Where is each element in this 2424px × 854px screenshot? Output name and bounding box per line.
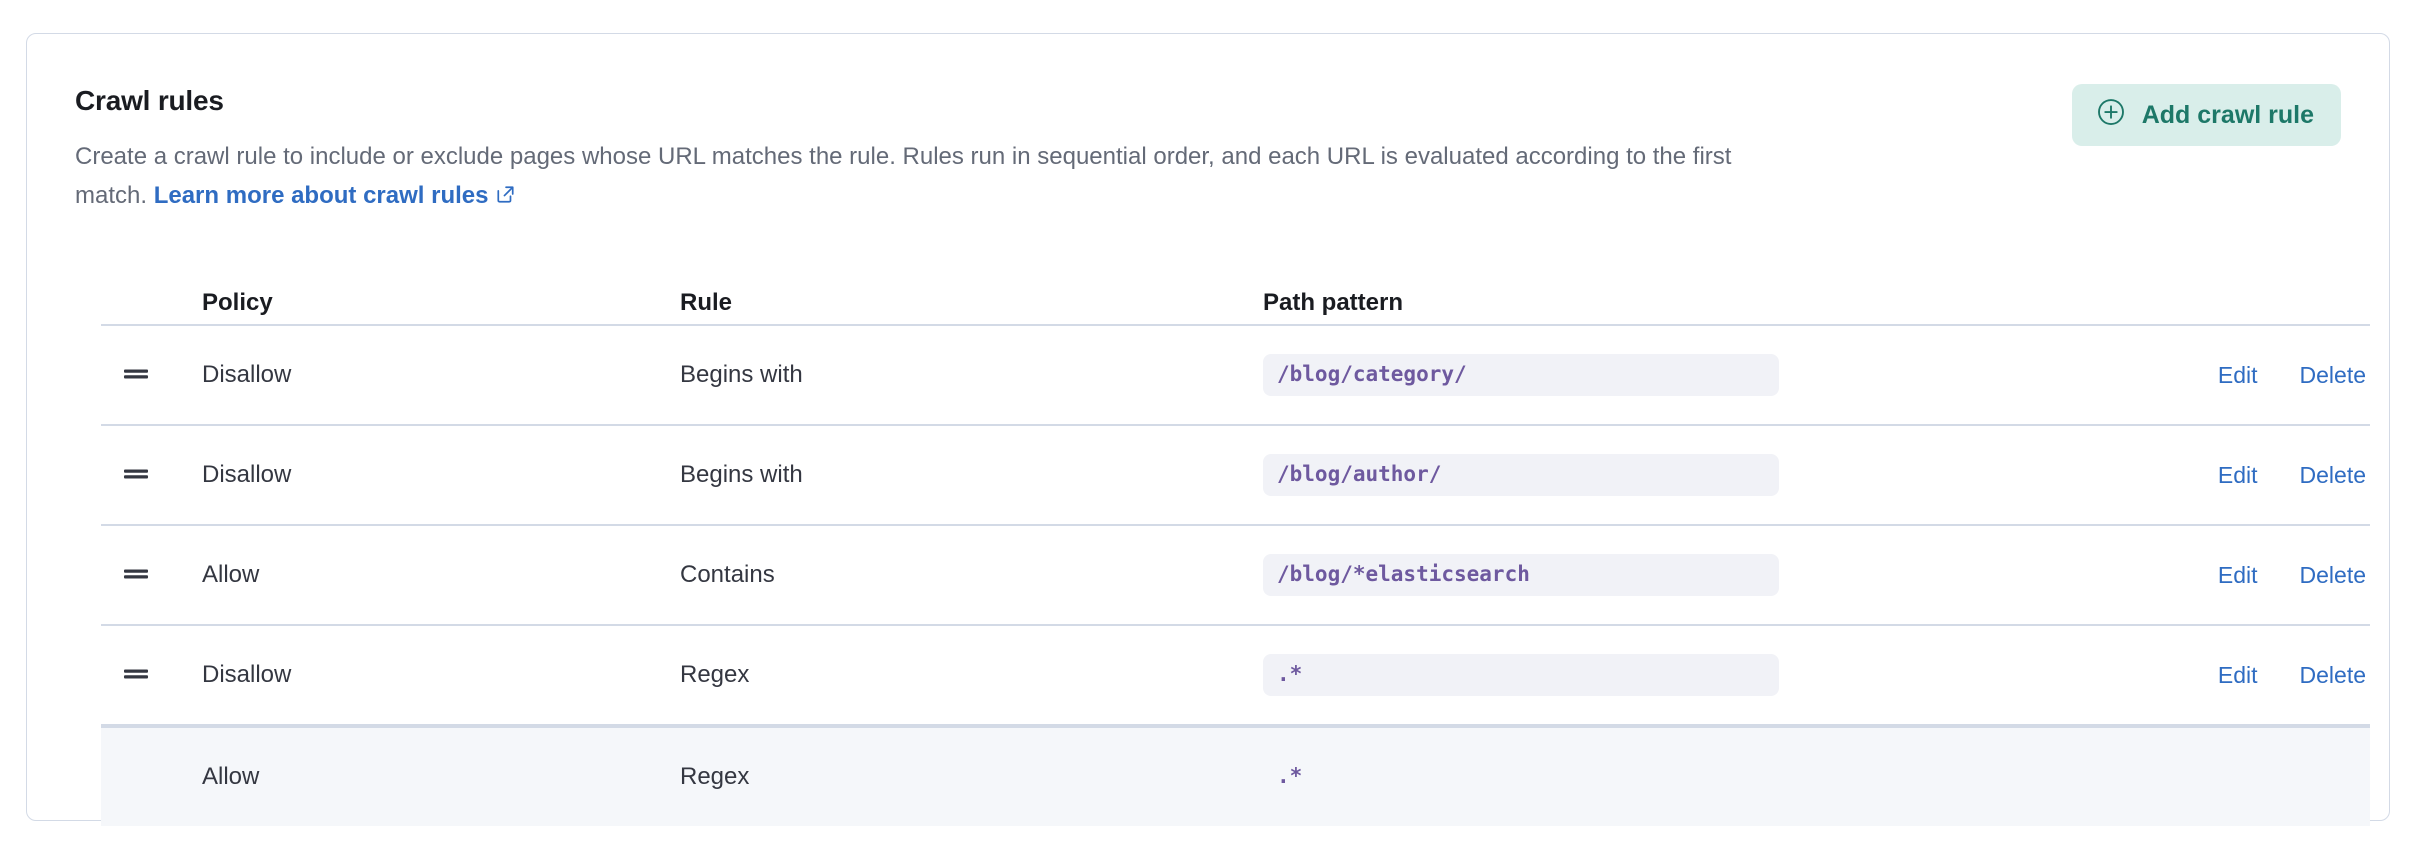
card-description-text: Create a crawl rule to include or exclud… <box>75 143 1732 209</box>
edit-link[interactable]: Edit <box>2217 361 2258 388</box>
drag-handle-cell[interactable] <box>101 563 202 588</box>
path-pattern-value: /blog/category/ <box>1263 354 1779 396</box>
policy-value: Disallow <box>202 661 292 688</box>
drag-handle-icon[interactable] <box>121 563 202 588</box>
add-crawl-rule-label: Add crawl rule <box>2141 100 2314 129</box>
cell-actions: Edit Delete <box>2040 662 2370 689</box>
edit-link[interactable]: Edit <box>2217 461 2258 488</box>
rule-value: Regex <box>680 661 750 688</box>
cell-path-pattern: /blog/*elasticsearch <box>1263 554 2040 596</box>
cell-actions: Edit Delete <box>2040 462 2370 489</box>
rule-value: Begins with <box>680 461 803 488</box>
table-header-row: Policy Rule Path pattern <box>101 279 2370 326</box>
path-pattern-value: /blog/*elasticsearch <box>1263 554 1779 596</box>
external-link-icon <box>495 178 516 217</box>
drag-handle-cell[interactable] <box>101 663 202 688</box>
drag-handle-cell[interactable] <box>101 463 202 488</box>
table-row: Disallow Regex .* Edit Delete <box>101 626 2370 726</box>
crawl-rules-card: Crawl rules Create a crawl rule to inclu… <box>26 33 2390 826</box>
table-row: Allow Contains/blog/*elasticsearch Edit Del… <box>101 526 2370 626</box>
policy-value: Disallow <box>202 461 292 488</box>
rule-value: Begins with <box>680 361 803 388</box>
path-pattern-value: /blog/author/ <box>1263 454 1779 496</box>
table-row: Disallow Begins with/blog/author/Edit Dele… <box>101 426 2370 526</box>
table-row: Disallow Begins with/blog/category/Edit De… <box>101 326 2370 426</box>
delete-link[interactable]: Delete <box>2299 361 2366 388</box>
path-pattern-value: .* <box>1277 764 1303 788</box>
delete-link[interactable]: Delete <box>2299 561 2366 588</box>
cell-rule: Begins with <box>680 361 1263 389</box>
cell-policy: Allow <box>202 763 680 791</box>
policy-value: Disallow <box>202 361 292 388</box>
delete-link[interactable]: Delete <box>2299 461 2366 488</box>
cell-actions: Edit Delete <box>2040 362 2370 389</box>
drag-handle-icon[interactable] <box>121 463 202 488</box>
column-header-policy: Policy <box>202 289 273 316</box>
edit-link[interactable]: Edit <box>2217 661 2258 688</box>
page-title: Crawl rules <box>75 85 224 116</box>
cell-path-pattern: /blog/category/ <box>1263 354 2040 396</box>
drag-handle-icon[interactable] <box>121 363 202 388</box>
rule-value: Regex <box>680 763 750 790</box>
cell-policy: Disallow <box>202 461 680 489</box>
column-header-rule: Rule <box>680 289 733 316</box>
drag-handle-icon[interactable] <box>121 663 202 688</box>
path-pattern-value: .* <box>1263 654 1779 696</box>
cell-policy: Disallow <box>202 661 680 689</box>
add-crawl-rule-button[interactable]: Add crawl rule <box>2071 84 2341 146</box>
policy-value: Allow <box>202 763 260 790</box>
policy-value: Allow <box>202 561 260 588</box>
drag-handle-cell[interactable] <box>101 363 202 388</box>
column-header-path-pattern: Path pattern <box>1263 289 1404 316</box>
cell-policy: Disallow <box>202 361 680 389</box>
rule-value: Contains <box>680 561 775 588</box>
learn-more-link[interactable]: Learn more about crawl rules <box>154 182 517 209</box>
plus-in-circle-icon <box>2096 97 2126 134</box>
cell-rule: Regex <box>680 763 1263 791</box>
learn-more-label: Learn more about crawl rules <box>153 182 489 209</box>
cell-path-pattern: /blog/author/ <box>1263 454 2040 496</box>
cell-rule: Regex <box>680 661 1263 689</box>
cell-path-pattern: .* <box>1263 756 2040 798</box>
cell-rule: Begins with <box>680 461 1263 489</box>
delete-link[interactable]: Delete <box>2299 661 2366 688</box>
cell-rule: Contains <box>680 561 1263 589</box>
cell-actions: Edit Delete <box>2040 562 2370 589</box>
cell-path-pattern: .* <box>1263 654 2040 696</box>
cell-policy: Allow <box>202 561 680 589</box>
edit-link[interactable]: Edit <box>2217 561 2258 588</box>
table-row: Allow Regex .* <box>101 726 2370 826</box>
card-description: Create a crawl rule to include or exclud… <box>75 137 1755 217</box>
